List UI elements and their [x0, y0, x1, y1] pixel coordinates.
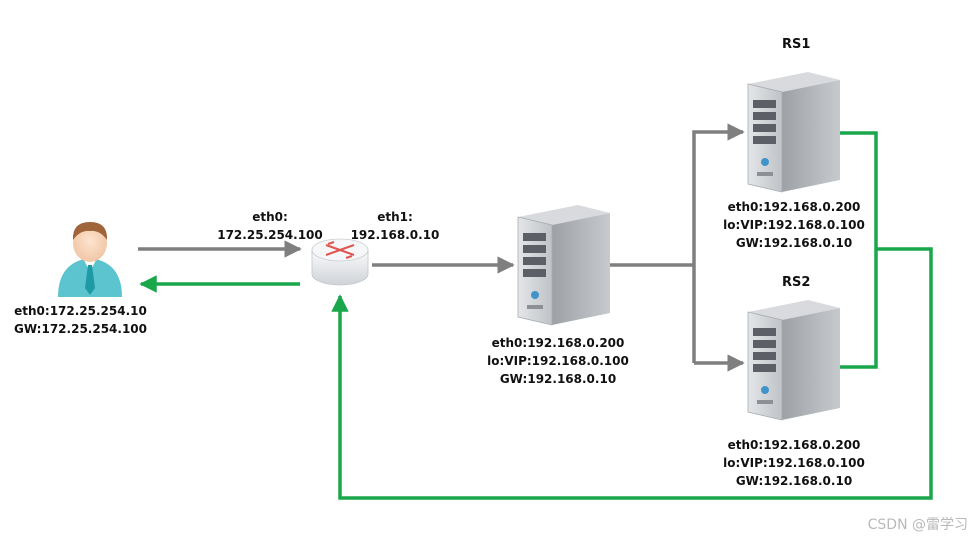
router-eth0-ip: 172.25.254.100	[217, 228, 323, 242]
rs1-title: RS1	[782, 37, 811, 52]
director-to-rs1-arrow	[692, 123, 745, 363]
client-iface: eth0:172.25.254.10	[14, 304, 147, 318]
rs2-lo: lo:VIP:192.168.0.100	[723, 456, 865, 470]
rs2-title: RS2	[782, 275, 811, 290]
router-eth1-ip: 192.168.0.10	[350, 228, 440, 242]
router-eth0-name: eth0:	[252, 210, 288, 224]
director-eth0: eth0:192.168.0.200	[491, 336, 625, 350]
rs1-eth0: eth0:192.168.0.200	[727, 200, 861, 214]
router-eth0-label: eth0: 172.25.254.100	[205, 208, 335, 244]
director-server-icon	[517, 204, 611, 326]
director-gateway: GW:192.168.0.10	[499, 372, 617, 386]
router-icon	[311, 238, 369, 286]
rs2-eth0: eth0:192.168.0.200	[727, 438, 861, 452]
director-label: eth0:192.168.0.200 lo:VIP:192.168.0.100 …	[478, 334, 638, 388]
rs2-gateway: GW:192.168.0.10	[735, 474, 853, 488]
router-eth1-label: eth1: 192.168.0.10	[340, 208, 450, 244]
client-label: eth0:172.25.254.10 GW:172.25.254.100	[8, 302, 153, 338]
client-user-icon	[58, 222, 122, 297]
director-lo: lo:VIP:192.168.0.100	[487, 354, 629, 368]
watermark: CSDN @雷学习	[867, 517, 968, 533]
rs1-label: eth0:192.168.0.200 lo:VIP:192.168.0.100 …	[714, 198, 874, 252]
router-eth1-name: eth1:	[377, 210, 413, 224]
return-to-router-arrow	[331, 247, 933, 500]
rs2-server-icon	[747, 299, 841, 421]
rs1-server-icon	[747, 71, 841, 193]
client-gateway: GW:172.25.254.100	[13, 322, 148, 336]
rs1-gateway: GW:192.168.0.10	[735, 236, 853, 250]
rs1-lo: lo:VIP:192.168.0.100	[723, 218, 865, 232]
rs2-label: eth0:192.168.0.200 lo:VIP:192.168.0.100 …	[714, 436, 874, 490]
